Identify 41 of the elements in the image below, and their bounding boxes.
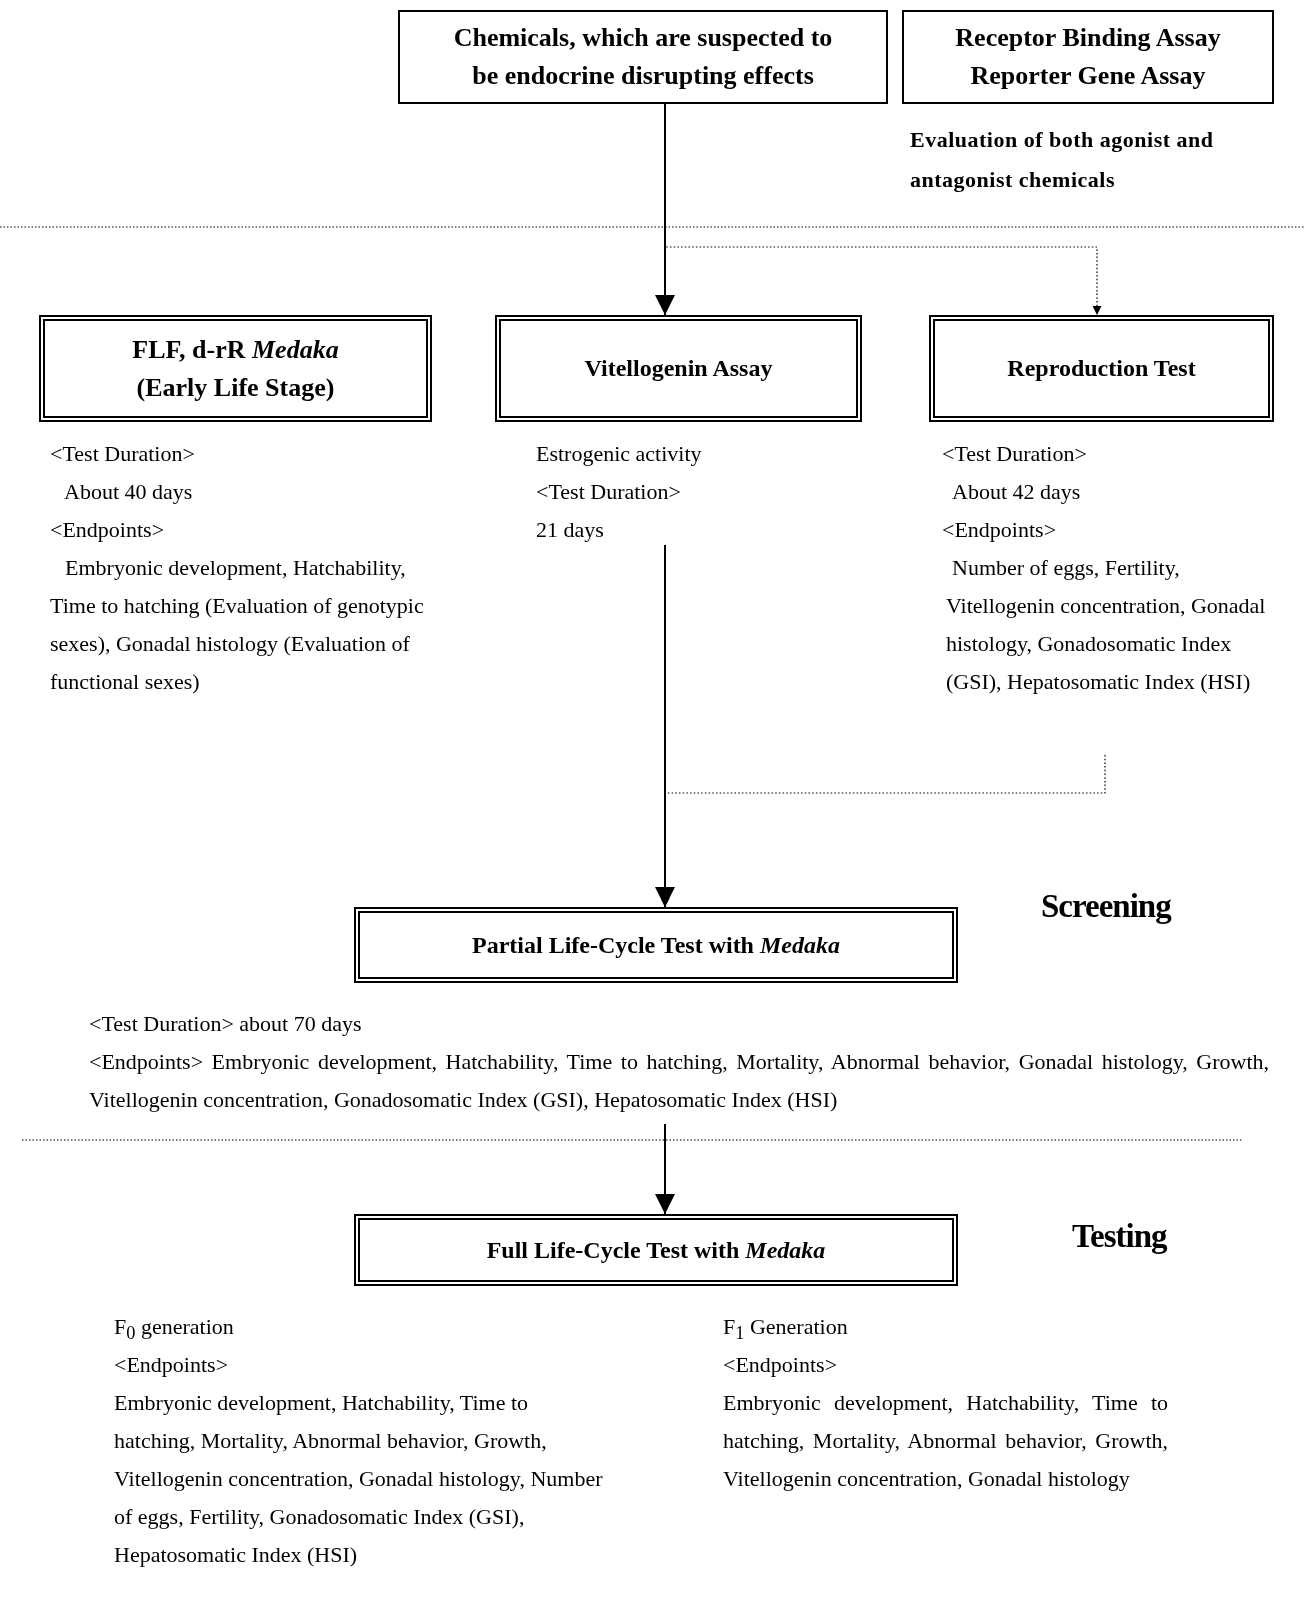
process-box xyxy=(929,315,1274,422)
node-note: <Endpoints> xyxy=(50,516,166,544)
arrow xyxy=(660,754,1106,908)
box-title: FLF, d-rR Medaka (Early Life Stage) xyxy=(131,333,340,404)
node-note: 21 days xyxy=(536,516,605,544)
stage-label: Screening xyxy=(1041,888,1171,925)
node-note: <Test Duration> xyxy=(50,440,196,468)
arrow xyxy=(655,103,675,316)
box-title: Reproduction Test xyxy=(1007,354,1196,384)
arrow xyxy=(655,1123,675,1215)
box-title: Vitellogenin Assay xyxy=(584,354,773,384)
box-title: Receptor Binding Assay xyxy=(955,22,1221,55)
node-note: Embryonic development, Hatchability, Time to hatching (Evaluation of genotypic sexes), Gonadal histology (Evaluation of functional sexes) xyxy=(50,554,425,696)
process-box xyxy=(495,315,862,422)
node-note: <Endpoints> xyxy=(723,1351,839,1379)
box-title: Reporter Gene Assay xyxy=(970,60,1206,92)
node-note: F$_{1}$ Generation xyxy=(723,1313,849,1346)
process-box xyxy=(398,10,888,104)
node-note: Estrogenic activity xyxy=(536,440,703,468)
arrow xyxy=(655,544,675,908)
node-note: Number of eggs, Fertility, Vitellogenin concentration, Gonadal histology, Gonadosomatic Index (GSI), Hepatosomatic Index (HSI) xyxy=(946,554,1267,696)
node-note: About 40 days xyxy=(64,478,194,506)
process-box xyxy=(354,1214,958,1286)
box-title: Chemicals, which are suspected to be endocrine disrupting effects xyxy=(452,22,834,92)
stage-label: Testing xyxy=(1072,1218,1167,1255)
box-title: Full Life-Cycle Test with Medaka xyxy=(486,1235,826,1265)
box-title: Partial Life-Cycle Test with Medaka xyxy=(472,930,840,960)
node-note: <Test Duration> xyxy=(536,478,682,506)
node-note: Embryonic development, Hatchability, Time to hatching, Mortality, Abnormal behavior, Growth, Vitellogenin concentration, Gonadal histology, Number of eggs, Fertility, Gonadosomatic Index (GSI), Hepatosomatic Index (HSI) xyxy=(114,1389,604,1569)
node-note: <Endpoints> xyxy=(942,516,1058,544)
process-box xyxy=(354,907,958,983)
node-note: Embryonic development, Hatchability, Time to hatching, Mortality, Abnormal behavior, Growth, Vitellogenin concentration, Gonadal histology xyxy=(723,1389,1168,1493)
node-note: F$_{0}$ generation xyxy=(114,1313,235,1346)
node-note: <Endpoints> Embryonic development, Hatchability, Time to hatching, Mortality, Abnormal behavior, Gonadal histology, Growth, Vitellogenin concentration, Gonadosomatic Index (GSI), Hepatosomatic Index (HSI) xyxy=(89,1048,1269,1114)
node-note: <Test Duration> xyxy=(942,440,1088,468)
node-note: <Test Duration> about 70 days xyxy=(89,1010,363,1038)
process-box xyxy=(902,10,1274,104)
node-note: <Endpoints> xyxy=(114,1351,230,1379)
node-note: About 42 days xyxy=(952,478,1082,506)
node-note: Evaluation of both agonist and antagonist chemicals xyxy=(910,126,1215,194)
process-box xyxy=(39,315,432,422)
